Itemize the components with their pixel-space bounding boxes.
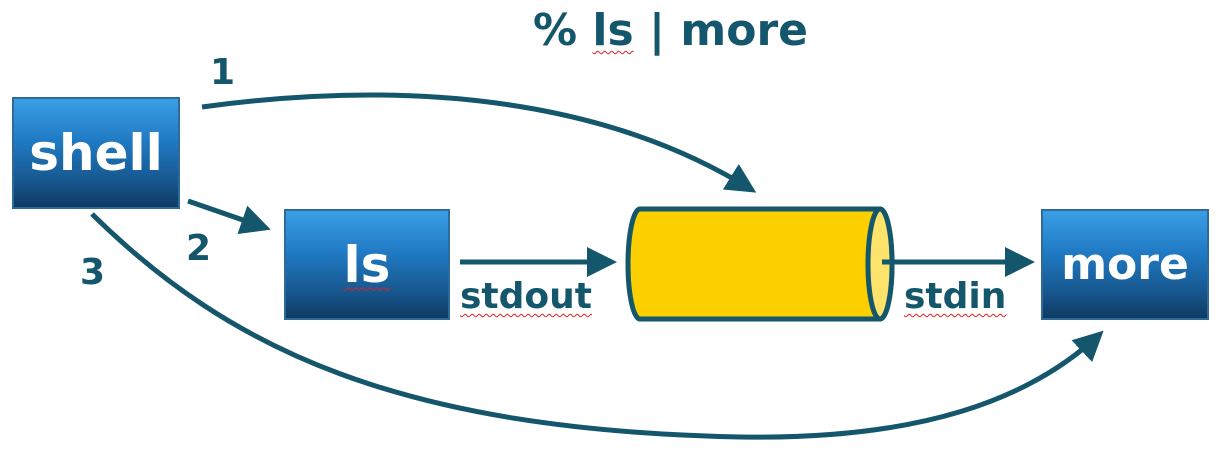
arrow-1-shell-to-pipe	[201, 92, 757, 193]
ls-box: ls	[284, 209, 450, 320]
stdin-label: stdin	[904, 276, 1007, 317]
shell-label: shell	[29, 124, 163, 182]
title-rest: | more	[633, 5, 809, 56]
title-prefix: %	[533, 5, 593, 56]
shell-box: shell	[12, 97, 180, 209]
step-3-label: 3	[80, 252, 106, 293]
stdout-label: stdout	[460, 276, 592, 317]
pipe-cylinder	[625, 206, 895, 322]
more-label: more	[1061, 239, 1189, 290]
step-2-label: 2	[186, 228, 212, 269]
more-box: more	[1041, 209, 1209, 320]
title-ls: ls	[592, 5, 634, 56]
command-title: % ls | more	[533, 0, 808, 62]
step-1-label: 1	[210, 52, 236, 93]
ls-label: ls	[343, 235, 391, 294]
arrow-3-shell-to-more	[90, 212, 1104, 440]
arrow-2-shell-to-ls	[187, 198, 271, 234]
